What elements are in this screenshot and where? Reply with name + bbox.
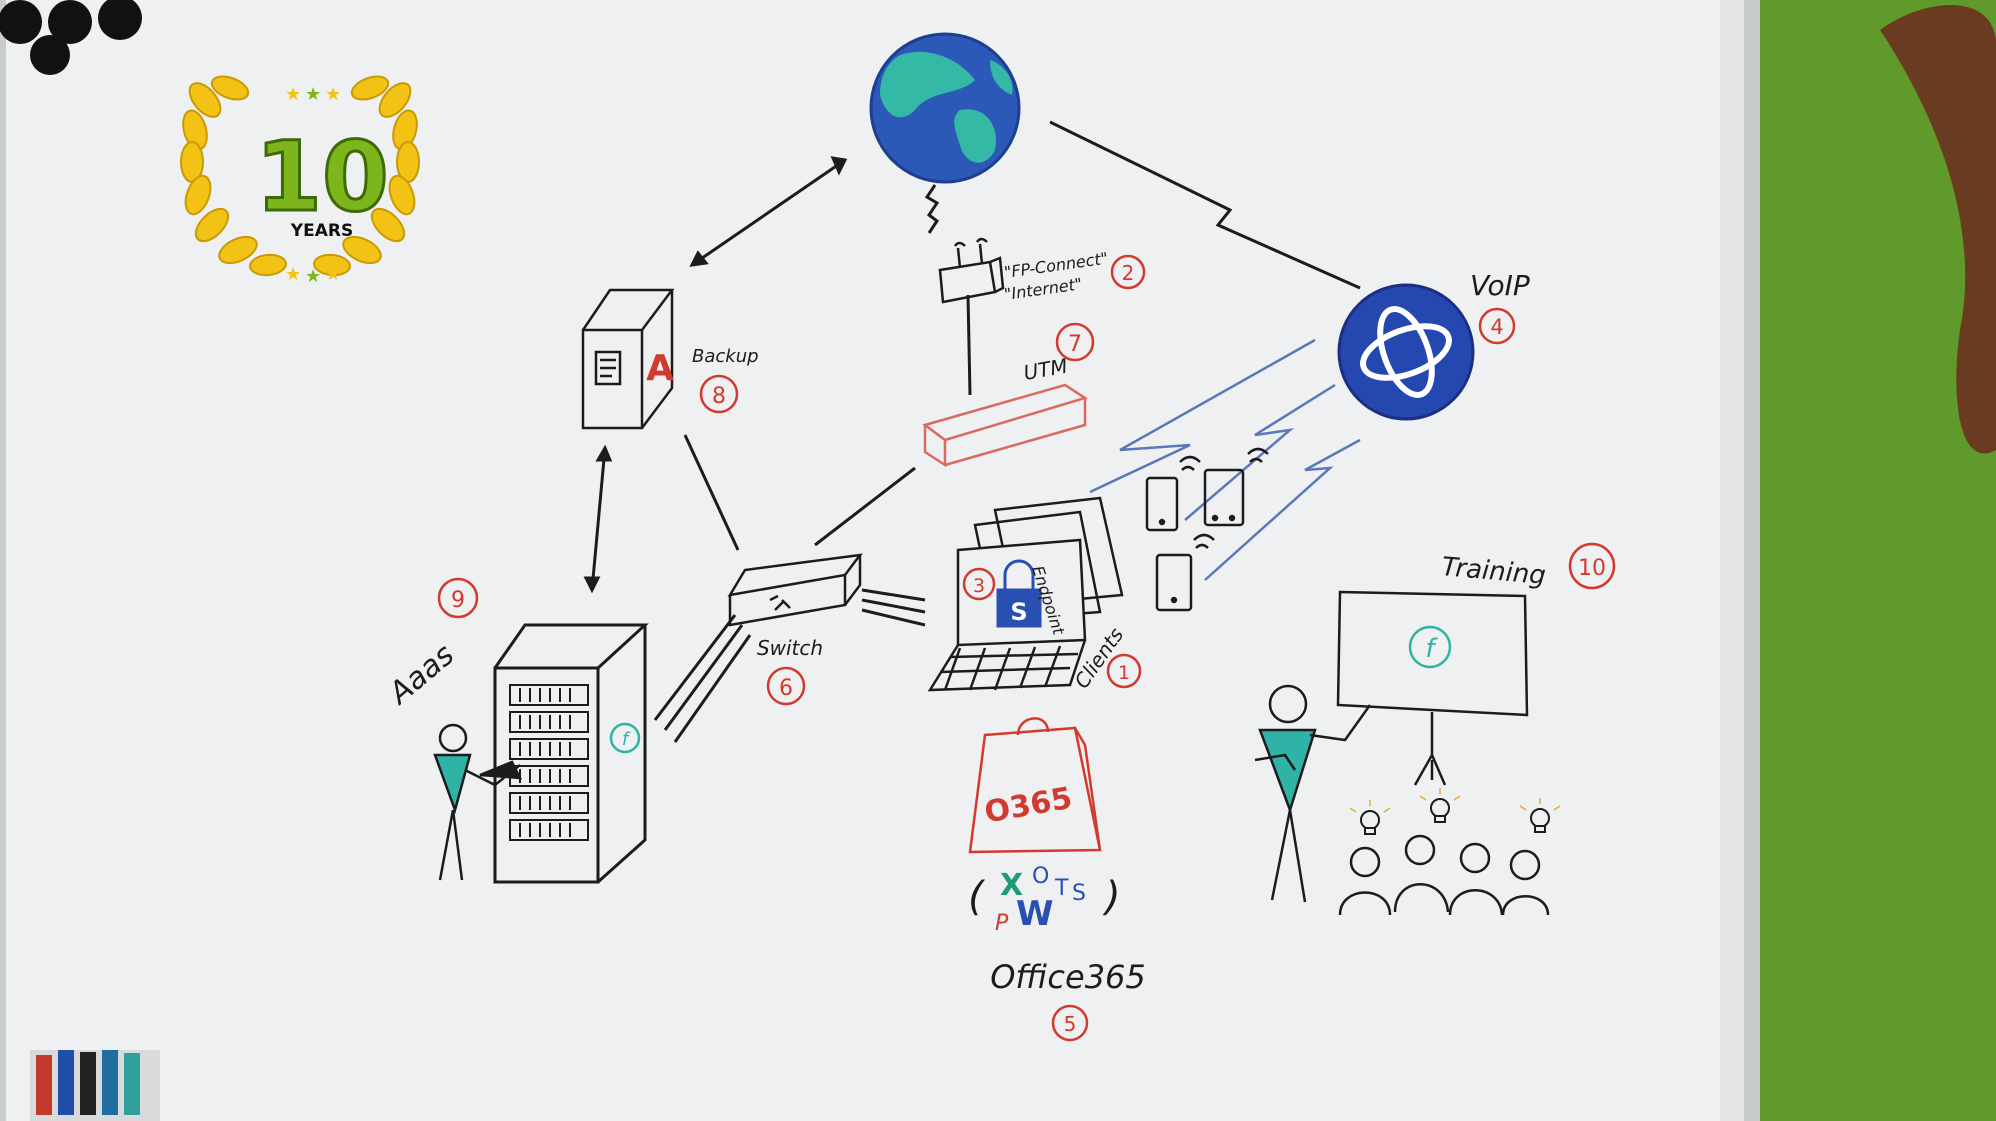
globe-icon bbox=[869, 32, 1021, 184]
anniversary-badge: ★★★ ★★★ 10 YEARS bbox=[180, 75, 420, 287]
svg-text:5: 5 bbox=[1064, 1012, 1077, 1036]
svg-text:★: ★ bbox=[285, 264, 301, 285]
audience bbox=[1338, 834, 1550, 916]
svg-text:2: 2 bbox=[1122, 261, 1135, 285]
star-icon: ★★★ ★★★ bbox=[285, 84, 341, 287]
server-rack-icon bbox=[493, 623, 649, 884]
number-badge-3: 3 bbox=[962, 567, 996, 601]
line-switch-utm bbox=[814, 466, 916, 547]
lock-letter: S bbox=[1010, 598, 1027, 626]
svg-text:★: ★ bbox=[305, 84, 321, 105]
number-badge-10: 10 bbox=[1568, 542, 1616, 590]
person-icon bbox=[433, 723, 523, 881]
svg-text:4: 4 bbox=[1490, 315, 1503, 339]
arrowhead bbox=[830, 156, 848, 176]
marker-pens-icon bbox=[30, 1050, 160, 1121]
utm-appliance-icon bbox=[922, 383, 1088, 468]
line-globe-voip bbox=[1049, 120, 1361, 290]
number-badge-5: 5 bbox=[1051, 1004, 1089, 1042]
switch-icon bbox=[727, 553, 863, 627]
arrow-globe-backup bbox=[691, 158, 846, 267]
office-apps: ( X O T S W P ) bbox=[968, 864, 1121, 936]
phone-icon bbox=[1203, 447, 1269, 527]
router-icon bbox=[938, 237, 1005, 304]
outlook-icon: O bbox=[1032, 864, 1049, 889]
powerpoint-icon: P bbox=[995, 911, 1009, 936]
svg-text:1: 1 bbox=[1118, 662, 1130, 684]
office365-label: Office365 bbox=[990, 958, 1146, 996]
arrowhead bbox=[689, 250, 709, 267]
number-badge-7: 7 bbox=[1055, 322, 1095, 362]
office-bag-icon bbox=[968, 717, 1102, 854]
line-backup-switch bbox=[683, 434, 740, 551]
arrowhead bbox=[595, 444, 613, 462]
arrow-backup-aaas bbox=[590, 447, 607, 591]
line-router-utm bbox=[966, 294, 972, 396]
voip-wireless-links bbox=[1089, 338, 1361, 581]
svg-text:8: 8 bbox=[712, 384, 726, 409]
badge-number: 10 bbox=[255, 121, 389, 233]
presentation-board-icon bbox=[1336, 590, 1529, 786]
whiteboard-surface bbox=[6, 0, 1744, 1121]
number-badge-9: 9 bbox=[437, 577, 479, 619]
sharepoint-icon: S bbox=[1072, 881, 1086, 906]
svg-text:7: 7 bbox=[1068, 332, 1082, 357]
arrowhead bbox=[583, 576, 601, 594]
phone-icon bbox=[1145, 455, 1201, 532]
lightbulb-icon bbox=[1360, 798, 1550, 835]
voip-logo-icon bbox=[1337, 283, 1475, 421]
svg-text:★: ★ bbox=[305, 266, 321, 287]
lock-icon bbox=[996, 559, 1042, 628]
lines-switch-clients bbox=[861, 588, 926, 627]
frame-edge bbox=[1720, 0, 1744, 1121]
svg-text:(: ( bbox=[968, 874, 986, 920]
backup-label: Backup bbox=[692, 346, 759, 367]
badge-caption: YEARS bbox=[290, 221, 353, 241]
laurel-wreath-icon bbox=[180, 75, 420, 277]
phone-icon bbox=[1155, 533, 1215, 612]
svg-text:): ) bbox=[1102, 874, 1121, 920]
teams-icon: T bbox=[1054, 876, 1069, 901]
trainer-person-icon bbox=[1254, 684, 1372, 903]
svg-text:★: ★ bbox=[285, 84, 301, 105]
svg-text:★: ★ bbox=[325, 84, 341, 105]
number-badge-6: 6 bbox=[766, 666, 806, 706]
lightbulb-rays bbox=[1349, 788, 1561, 813]
rack-brand-logo: f bbox=[609, 722, 641, 754]
svg-text:★: ★ bbox=[325, 264, 341, 285]
svg-text:10: 10 bbox=[1578, 556, 1606, 581]
magnet-icon bbox=[0, 0, 142, 75]
number-badge-2: 2 bbox=[1110, 254, 1146, 290]
svg-text:3: 3 bbox=[973, 575, 985, 597]
line-globe-router bbox=[924, 184, 940, 234]
plant-leaf bbox=[1880, 5, 1996, 454]
lines-switch-aaas bbox=[653, 614, 752, 743]
backup-server-icon bbox=[581, 288, 675, 430]
svg-text:f: f bbox=[622, 729, 631, 750]
voip-label: VoIP bbox=[1470, 269, 1530, 302]
word-icon: W bbox=[1016, 894, 1054, 934]
switch-label: Switch bbox=[757, 636, 823, 660]
svg-text:9: 9 bbox=[451, 588, 465, 613]
number-badge-8: 8 bbox=[699, 374, 739, 414]
backup-software-logo: A bbox=[646, 348, 674, 389]
excel-icon: X bbox=[1000, 868, 1023, 903]
number-badge-4: 4 bbox=[1478, 307, 1516, 345]
svg-text:6: 6 bbox=[779, 676, 793, 701]
connections bbox=[583, 120, 1361, 743]
number-badge-1: 1 bbox=[1106, 653, 1142, 689]
